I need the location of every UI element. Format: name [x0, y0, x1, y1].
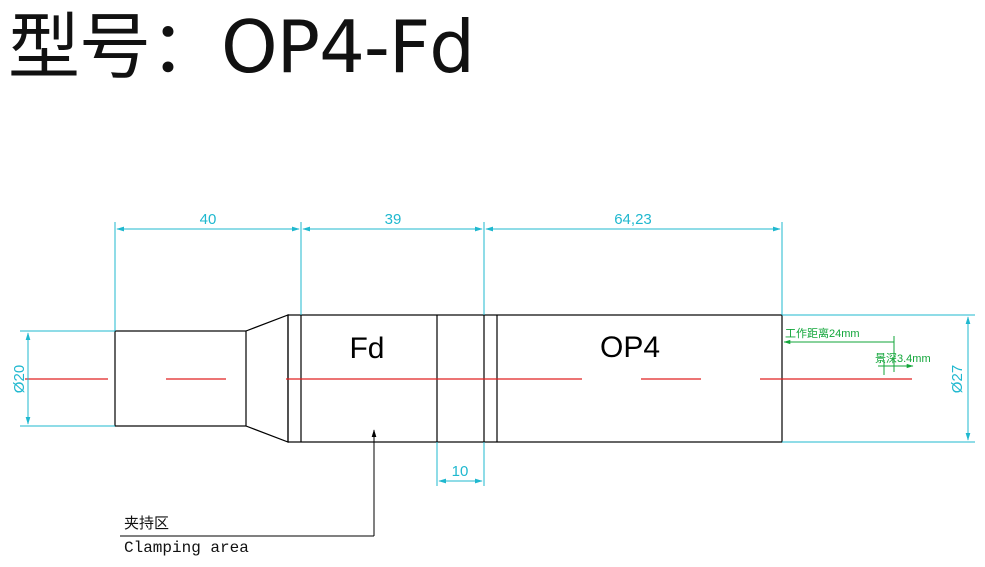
dim-dia-right: Ø27 [949, 365, 966, 393]
label-fd: Fd [349, 332, 384, 365]
taper-section [245, 314, 289, 443]
right-diameter-dimension [782, 314, 975, 443]
dim-len3: 64,23 [614, 211, 652, 228]
dim-work-distance: 工作距离24mm [785, 326, 860, 340]
gap-dimension [436, 442, 485, 486]
dim-depth-of-field: 景深3.4mm [875, 352, 931, 365]
dim-len1: 40 [200, 211, 217, 228]
label-clamp-en: Clamping area [124, 539, 249, 557]
left-diameter-dimension [20, 330, 115, 427]
optical-dimensions [783, 336, 914, 375]
clamping-leader [120, 429, 377, 537]
top-dimensions [114, 222, 783, 331]
dim-dia-left: Ø20 [11, 365, 28, 393]
label-op4: OP4 [600, 331, 660, 364]
clamp-cylinder [114, 330, 247, 427]
page-title: 型号：OP4-Fd [8, 5, 475, 89]
label-clamp-cn: 夹持区 [124, 514, 169, 532]
dim-len2: 39 [385, 211, 402, 228]
dim-gap: 10 [452, 463, 469, 480]
